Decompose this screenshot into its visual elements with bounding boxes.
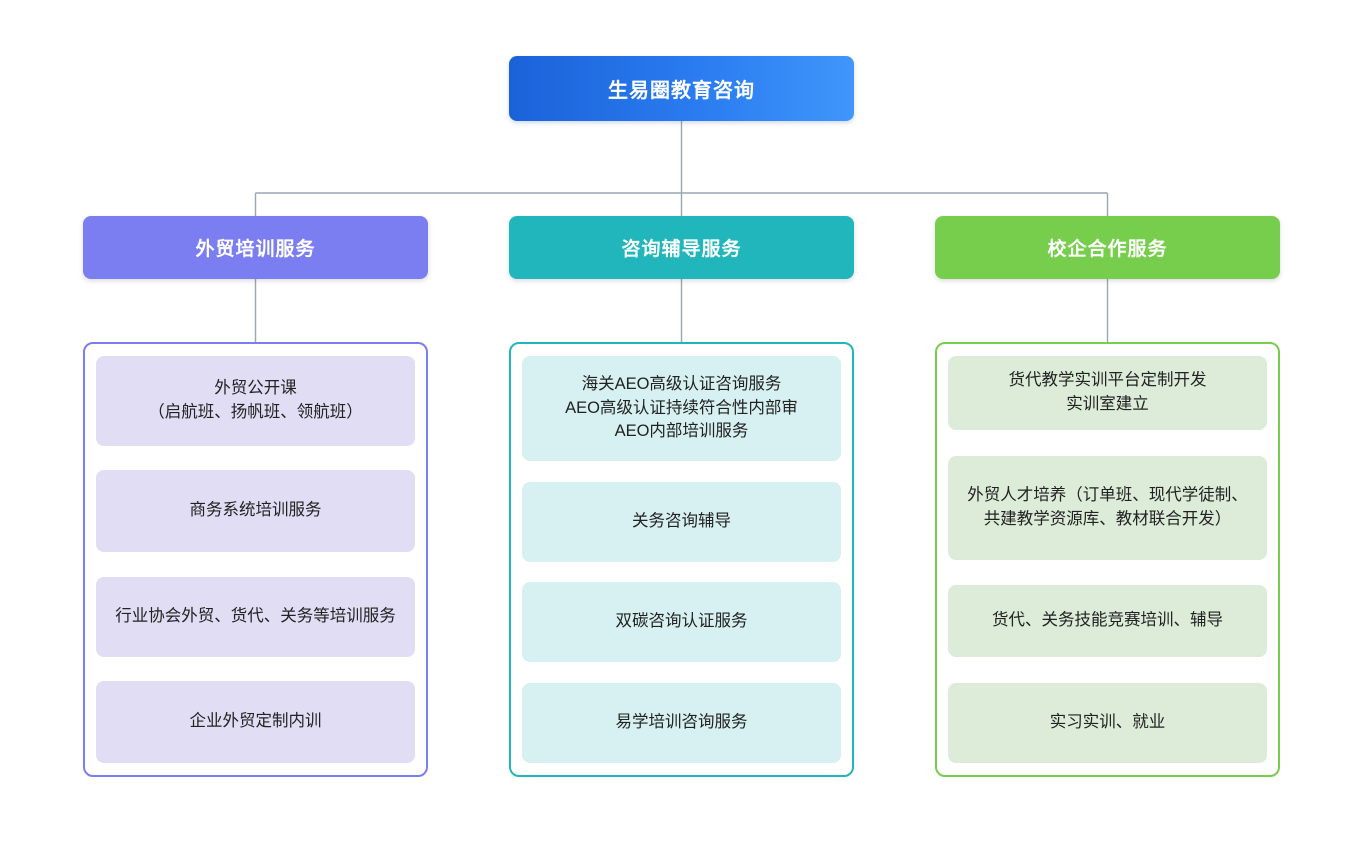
list-item[interactable]: 行业协会外贸、货代、关务等培训服务: [96, 576, 415, 657]
list-item[interactable]: 关务咨询辅导: [522, 481, 841, 562]
list-item[interactable]: 易学培训咨询服务: [522, 682, 841, 763]
branch-column-1: 咨询辅导服务 海关AEO高级认证咨询服务 AEO高级认证持续符合性内部审 AEO…: [509, 216, 854, 777]
branch-column-2: 校企合作服务 货代教学实训平台定制开发 实训室建立 外贸人才培养（订单班、现代学…: [935, 216, 1280, 777]
list-item[interactable]: 双碳咨询认证服务: [522, 582, 841, 663]
branch-column-0: 外贸培训服务 外贸公开课 （启航班、扬帆班、领航班） 商务系统培训服务 行业协会…: [83, 216, 428, 777]
category-header-2[interactable]: 校企合作服务: [935, 216, 1280, 279]
list-item[interactable]: 外贸公开课 （启航班、扬帆班、领航班）: [96, 356, 415, 446]
list-item[interactable]: 货代、关务技能竞赛培训、辅导: [948, 585, 1267, 658]
category-header-0[interactable]: 外贸培训服务: [83, 216, 428, 279]
list-item[interactable]: 海关AEO高级认证咨询服务 AEO高级认证持续符合性内部审 AEO内部培训服务: [522, 356, 841, 461]
category-header-label-2: 校企合作服务: [1047, 239, 1168, 260]
list-item[interactable]: 企业外贸定制内训: [96, 680, 415, 763]
category-header-label-1: 咨询辅导服务: [621, 239, 742, 260]
items-panel-0: 外贸公开课 （启航班、扬帆班、领航班） 商务系统培训服务 行业协会外贸、货代、关…: [83, 342, 428, 777]
category-header-label-0: 外贸培训服务: [195, 239, 316, 260]
items-panel-1: 海关AEO高级认证咨询服务 AEO高级认证持续符合性内部审 AEO内部培训服务 …: [509, 342, 854, 777]
category-header-1[interactable]: 咨询辅导服务: [509, 216, 854, 279]
list-item[interactable]: 货代教学实训平台定制开发 实训室建立: [948, 356, 1267, 430]
list-item[interactable]: 实习实训、就业: [948, 682, 1267, 763]
items-panel-2: 货代教学实训平台定制开发 实训室建立 外贸人才培养（订单班、现代学徒制、共建教学…: [935, 342, 1280, 777]
root-node[interactable]: 生易圈教育咨询: [509, 56, 854, 121]
list-item[interactable]: 外贸人才培养（订单班、现代学徒制、共建教学资源库、教材联合开发）: [948, 455, 1267, 560]
list-item[interactable]: 商务系统培训服务: [96, 470, 415, 553]
root-node-label: 生易圈教育咨询: [608, 80, 755, 102]
